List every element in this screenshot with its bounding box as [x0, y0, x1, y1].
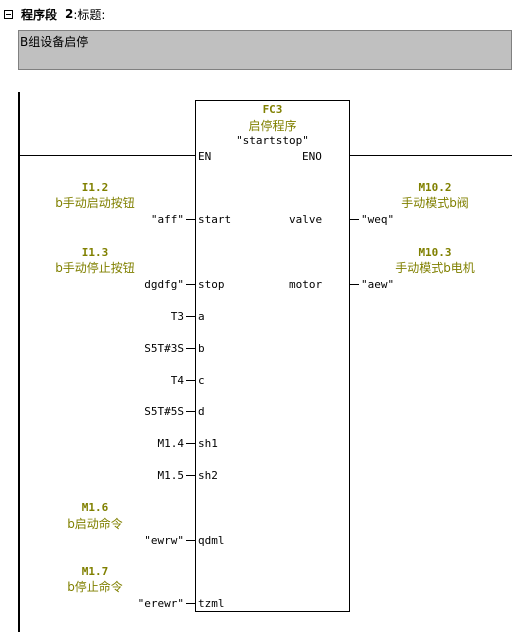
comment-valve: 手动模式b阀: [401, 196, 469, 210]
addr-start: I1.2: [81, 181, 109, 194]
operand-a[interactable]: T3: [170, 310, 184, 323]
input-stub: [186, 348, 195, 349]
input-stub: [186, 284, 195, 285]
input-stub: [186, 475, 195, 476]
addr-tzml: M1.7: [81, 565, 109, 578]
power-rail: [18, 92, 20, 632]
pin-tzml: tzml: [198, 597, 225, 610]
input-stub: [186, 540, 195, 541]
addr-qdml: M1.6: [81, 501, 109, 514]
network-number: 2: [65, 7, 74, 21]
pin-valve: valve: [289, 213, 323, 226]
operand-motor[interactable]: "aew": [361, 278, 395, 291]
pin-b: b: [198, 342, 205, 355]
comment-motor: 手动模式b电机: [395, 261, 475, 275]
input-stub: [186, 411, 195, 412]
comment-qdml: b启动命令: [67, 517, 123, 531]
block-comment: 启停程序: [248, 119, 297, 133]
input-stub: [186, 219, 195, 220]
network-title-label: :标题:: [73, 7, 106, 22]
pin-c: c: [198, 374, 205, 387]
en-pin: EN: [198, 150, 212, 163]
pin-d: d: [198, 405, 205, 418]
pin-a: a: [198, 310, 205, 323]
block-symbol: "startstop": [236, 134, 309, 147]
operand-sh1[interactable]: M1.4: [157, 437, 185, 450]
addr-stop: I1.3: [81, 246, 109, 259]
pin-sh2: sh2: [198, 469, 218, 482]
pin-start: start: [198, 213, 232, 226]
operand-c[interactable]: T4: [170, 374, 184, 387]
network-comment[interactable]: B组设备启停: [18, 30, 512, 70]
pin-stop: stop: [198, 278, 225, 291]
comment-stop: b手动停止按钮: [55, 261, 135, 275]
input-stub: [186, 316, 195, 317]
input-stub: [186, 443, 195, 444]
operand-valve[interactable]: "weq": [361, 213, 395, 226]
collapse-icon[interactable]: [4, 9, 13, 19]
operand-start[interactable]: "aff": [150, 213, 184, 226]
addr-valve: M10.2: [418, 181, 452, 194]
en-wire: [20, 155, 195, 156]
block-name: FC3: [262, 103, 283, 116]
operand-d[interactable]: S5T#5S: [144, 405, 184, 418]
pin-sh1: sh1: [198, 437, 218, 450]
output-stub: [350, 284, 359, 285]
addr-motor: M10.3: [418, 246, 452, 259]
network-header: 程序段 2 :标题:: [4, 4, 105, 24]
operand-b[interactable]: S5T#3S: [144, 342, 184, 355]
operand-stop[interactable]: dgdfg": [144, 278, 184, 291]
operand-tzml[interactable]: "erewr": [137, 597, 184, 610]
eno-wire: [350, 155, 512, 156]
input-stub: [186, 603, 195, 604]
function-block[interactable]: [195, 100, 350, 612]
pin-qdml: qdml: [198, 534, 225, 547]
pin-motor: motor: [289, 278, 323, 291]
operand-qdml[interactable]: "ewrw": [144, 534, 184, 547]
comment-start: b手动启动按钮: [55, 196, 135, 210]
eno-pin: ENO: [302, 150, 322, 163]
operand-sh2[interactable]: M1.5: [157, 469, 185, 482]
input-stub: [186, 380, 195, 381]
output-stub: [350, 219, 359, 220]
network-label: 程序段: [21, 7, 58, 22]
comment-tzml: b停止命令: [67, 580, 123, 594]
